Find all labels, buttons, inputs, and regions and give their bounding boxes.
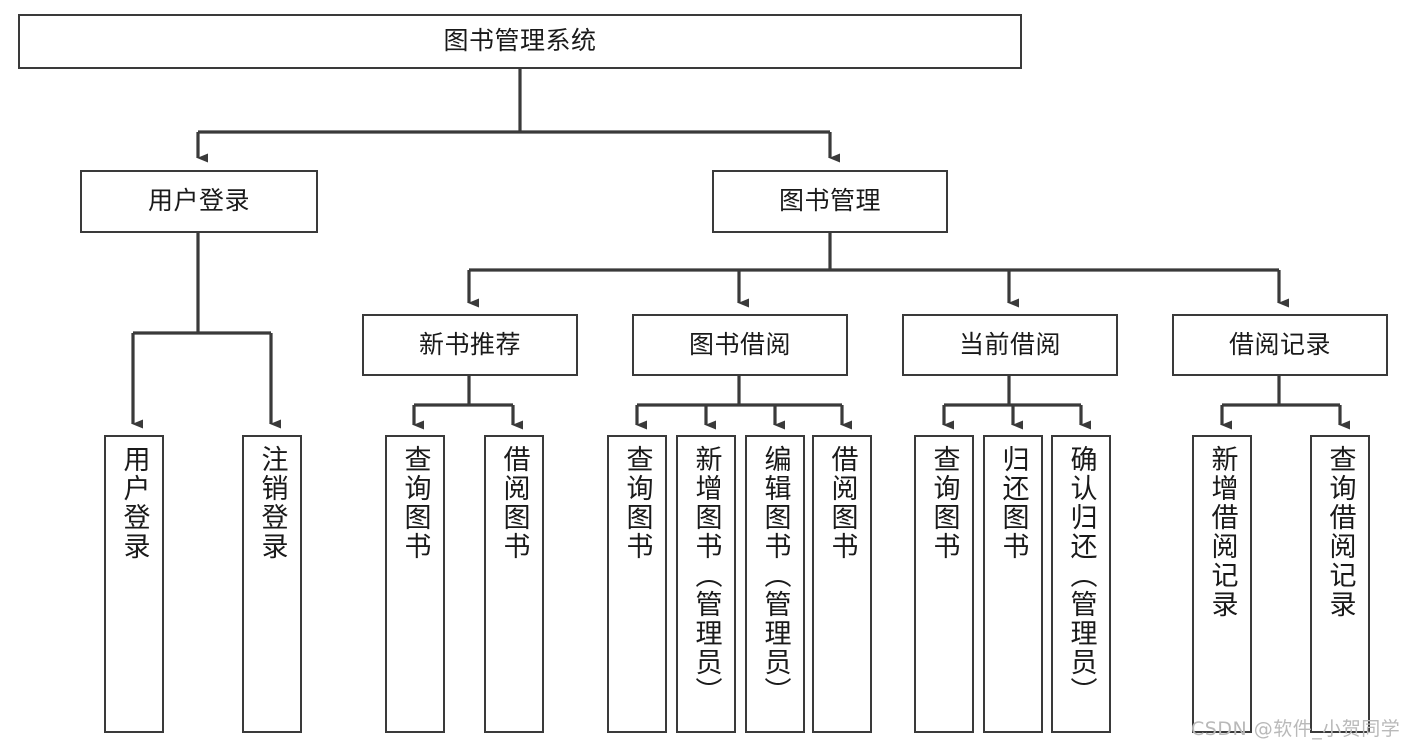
- node-user-login[interactable]: 用户登录: [80, 170, 318, 233]
- node-leaf-edit-book[interactable]: 编辑图书（管理员）: [745, 435, 805, 733]
- node-leaf-query-record[interactable]: 查询借阅记录: [1310, 435, 1370, 733]
- node-leaf-user-login[interactable]: 用户登录: [104, 435, 164, 733]
- node-book-borrow[interactable]: 图书借阅: [632, 314, 848, 376]
- node-leaf-query-book-3-label: 查询图书: [928, 445, 960, 561]
- node-borrow-record[interactable]: 借阅记录: [1172, 314, 1388, 376]
- node-root[interactable]: 图书管理系统: [18, 14, 1022, 69]
- node-book-manage-label: 图书管理: [778, 186, 881, 216]
- node-leaf-add-book-label: 新增图书（管理员）: [690, 445, 722, 706]
- node-leaf-confirm-return[interactable]: 确认归还（管理员）: [1051, 435, 1111, 733]
- csdn-watermark: CSDN @软件_小贺同学: [1191, 718, 1401, 740]
- node-leaf-return-book-label: 归还图书: [997, 445, 1029, 561]
- node-borrow-record-label: 借阅记录: [1228, 329, 1331, 359]
- node-leaf-query-book-3[interactable]: 查询图书: [914, 435, 974, 733]
- node-leaf-add-record[interactable]: 新增借阅记录: [1192, 435, 1252, 733]
- node-leaf-query-book-2[interactable]: 查询图书: [607, 435, 667, 733]
- node-leaf-borrow-book-1[interactable]: 借阅图书: [484, 435, 544, 733]
- node-leaf-query-book-1[interactable]: 查询图书: [385, 435, 445, 733]
- node-current-borrow[interactable]: 当前借阅: [902, 314, 1118, 376]
- node-book-borrow-label: 图书借阅: [688, 329, 791, 359]
- node-leaf-confirm-return-label: 确认归还（管理员）: [1065, 445, 1097, 706]
- node-leaf-query-record-label: 查询借阅记录: [1324, 445, 1356, 619]
- node-user-login-label: 用户登录: [147, 186, 250, 216]
- node-leaf-borrow-book-2-label: 借阅图书: [826, 445, 858, 561]
- node-leaf-user-login-label: 用户登录: [118, 445, 150, 561]
- node-leaf-query-book-1-label: 查询图书: [399, 445, 431, 561]
- node-leaf-user-logout[interactable]: 注销登录: [242, 435, 302, 733]
- node-leaf-borrow-book-2[interactable]: 借阅图书: [812, 435, 872, 733]
- node-new-book-recommend-label: 新书推荐: [418, 329, 521, 359]
- node-leaf-edit-book-label: 编辑图书（管理员）: [759, 445, 791, 706]
- node-leaf-add-record-label: 新增借阅记录: [1206, 445, 1238, 619]
- node-leaf-borrow-book-1-label: 借阅图书: [498, 445, 530, 561]
- node-book-manage[interactable]: 图书管理: [712, 170, 948, 233]
- node-root-label: 图书管理系统: [443, 26, 597, 56]
- node-leaf-return-book[interactable]: 归还图书: [983, 435, 1043, 733]
- node-current-borrow-label: 当前借阅: [958, 329, 1061, 359]
- node-leaf-user-logout-label: 注销登录: [256, 445, 288, 561]
- node-leaf-add-book[interactable]: 新增图书（管理员）: [676, 435, 736, 733]
- node-leaf-query-book-2-label: 查询图书: [621, 445, 653, 561]
- node-new-book-recommend[interactable]: 新书推荐: [362, 314, 578, 376]
